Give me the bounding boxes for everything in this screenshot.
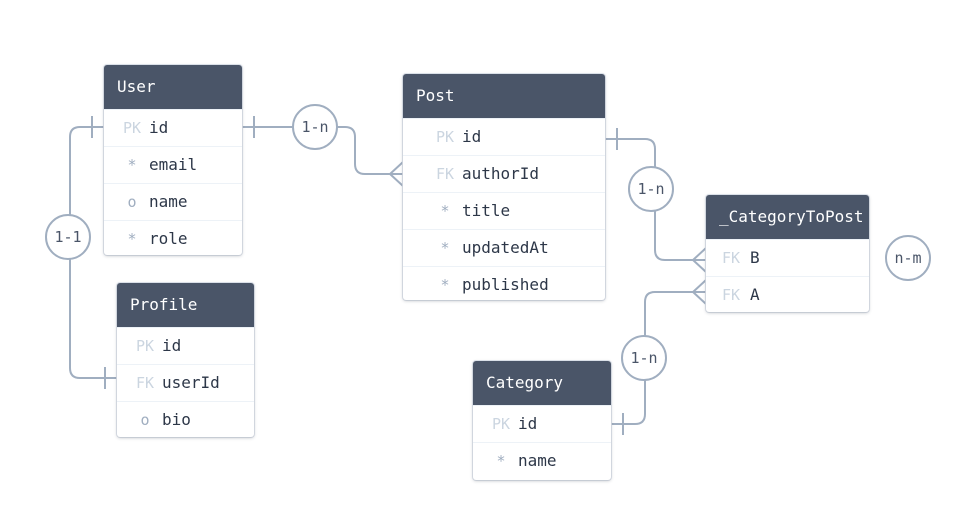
field-row: * title: [403, 192, 605, 229]
field-name: userId: [162, 373, 220, 392]
key-mark: PK: [122, 119, 142, 137]
field-name: id: [162, 336, 182, 355]
key-mark: PK: [491, 415, 511, 433]
key-mark: *: [127, 156, 137, 174]
field-row: PK id: [117, 327, 254, 364]
relation-badge-category-category-to-post: 1-n: [621, 335, 667, 381]
relation-badge-user-profile: 1-1: [45, 214, 91, 260]
field-row: PK id: [403, 118, 605, 155]
key-mark: *: [440, 202, 450, 220]
key-mark: o: [127, 193, 137, 211]
key-mark: *: [127, 230, 137, 248]
entity-category-to-post[interactable]: _CategoryToPost FK B FK A: [706, 195, 869, 312]
field-name: id: [462, 127, 482, 146]
entity-title: User: [104, 65, 242, 109]
field-row: * published: [403, 266, 605, 300]
key-mark: o: [140, 411, 150, 429]
field-name: authorId: [462, 164, 540, 183]
key-mark: FK: [135, 374, 155, 392]
field-row: * role: [104, 220, 242, 255]
field-name: B: [750, 248, 760, 267]
field-row: * name: [473, 442, 611, 479]
field-row: PK id: [473, 405, 611, 442]
key-mark: *: [440, 239, 450, 257]
relation-badge-post-category-to-post: 1-n: [628, 166, 674, 212]
key-mark: *: [496, 452, 506, 470]
entity-title: _CategoryToPost: [706, 195, 869, 239]
crowfoot-category-ctp: [692, 279, 707, 305]
crowfoot-user-post: [389, 161, 404, 187]
field-name: title: [462, 201, 511, 220]
field-row: PK id: [104, 109, 242, 146]
entity-category[interactable]: Category PK id * name: [473, 361, 611, 480]
field-name: role: [149, 229, 188, 248]
key-mark: FK: [721, 249, 741, 267]
relation-badge-user-post: 1-n: [292, 104, 338, 150]
field-name: A: [750, 285, 760, 304]
key-mark: FK: [435, 165, 455, 183]
field-name: published: [462, 275, 549, 294]
key-mark: PK: [135, 337, 155, 355]
field-name: bio: [162, 410, 191, 429]
entity-title: Category: [473, 361, 611, 405]
field-name: id: [149, 118, 169, 137]
field-name: name: [518, 451, 557, 470]
entity-post[interactable]: Post PK id FK authorId * title * updatedAt *…: [403, 74, 605, 300]
field-name: id: [518, 414, 538, 433]
field-row: * updatedAt: [403, 229, 605, 266]
edge-user-post: [242, 126, 403, 175]
field-name: name: [149, 192, 188, 211]
field-row: FK B: [706, 239, 869, 276]
entity-title: Profile: [117, 283, 254, 327]
key-mark: PK: [435, 128, 455, 146]
field-row: FK authorId: [403, 155, 605, 192]
key-mark: FK: [721, 286, 741, 304]
field-row: FK A: [706, 276, 869, 312]
field-name: email: [149, 155, 198, 174]
field-row: * email: [104, 146, 242, 183]
field-row: FK userId: [117, 364, 254, 401]
field-name: updatedAt: [462, 238, 549, 257]
entity-title: Post: [403, 74, 605, 118]
key-mark: *: [440, 276, 450, 294]
relation-badge-category-post: n-m: [885, 235, 931, 281]
crowfoot-post-ctp: [692, 247, 707, 273]
